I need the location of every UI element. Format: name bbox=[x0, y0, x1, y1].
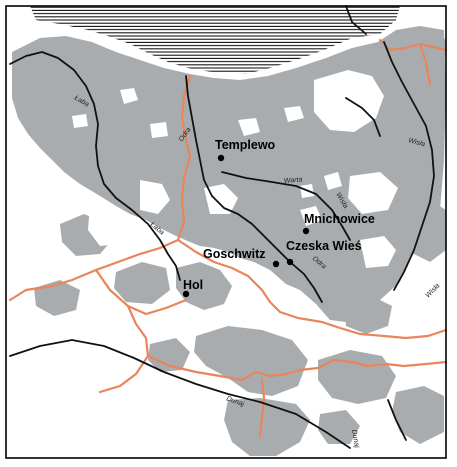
land-south bbox=[224, 398, 310, 456]
river-label-wisla-1: Wisła bbox=[407, 137, 425, 148]
gap-lake-4 bbox=[300, 206, 322, 226]
gap-lake-5 bbox=[324, 172, 342, 190]
river-wisla-small bbox=[345, 5, 367, 35]
river-warta bbox=[221, 171, 351, 241]
place-label-czeska-wies: Czeska Wieś bbox=[286, 239, 362, 253]
rivers bbox=[9, 5, 435, 449]
border-ne bbox=[418, 42, 432, 86]
river-label-dunaj-2: Dunaj bbox=[350, 429, 360, 449]
land-se-2 bbox=[392, 386, 444, 444]
land-se-1 bbox=[318, 350, 396, 404]
place-dot-czeska-wies bbox=[286, 258, 294, 266]
place-dot-mnichowice bbox=[302, 227, 310, 235]
place-label-hol: Hol bbox=[183, 278, 203, 292]
gap-center-2 bbox=[204, 184, 238, 214]
gap-lake-2 bbox=[238, 118, 260, 136]
land-s-small bbox=[318, 410, 360, 444]
place-dot-hol bbox=[182, 290, 190, 298]
river-dunaj-east bbox=[387, 399, 407, 441]
borders bbox=[8, 38, 448, 438]
place-dot-templewo bbox=[217, 154, 225, 162]
gap-se bbox=[360, 236, 396, 268]
gap-lake-3 bbox=[284, 106, 304, 122]
border-south-w bbox=[94, 268, 188, 316]
river-wisla bbox=[383, 41, 435, 291]
border-west-main bbox=[8, 154, 192, 302]
place-markers bbox=[182, 154, 310, 298]
gap-sw bbox=[88, 204, 126, 246]
white-gaps bbox=[18, 70, 398, 268]
place-label-goschwitz: Goschwitz bbox=[203, 247, 266, 261]
place-label-mnichowice: Mnichowice bbox=[304, 212, 375, 226]
river-label-warta: Warta bbox=[284, 176, 303, 185]
gap-lake-7 bbox=[150, 122, 168, 138]
land-center-s bbox=[194, 326, 308, 396]
river-odra bbox=[185, 75, 323, 303]
gap-west bbox=[18, 150, 78, 216]
place-labels: Templewo Mnichowice Goschwitz Czeska Wie… bbox=[183, 138, 375, 292]
place-dot-goschwitz bbox=[272, 260, 280, 268]
gap-ne-valley bbox=[314, 70, 384, 132]
land-sw-3 bbox=[34, 280, 80, 316]
land-east-mid bbox=[344, 296, 392, 334]
place-label-templewo: Templewo bbox=[215, 138, 276, 152]
border-central bbox=[176, 238, 282, 314]
map-frame bbox=[5, 5, 447, 459]
gap-lake-1 bbox=[120, 88, 138, 104]
border-south bbox=[278, 310, 448, 340]
border-se bbox=[240, 358, 448, 382]
gap-east bbox=[348, 172, 398, 214]
land-south-w bbox=[148, 338, 190, 372]
border-austria bbox=[146, 354, 244, 382]
sea-hatched bbox=[30, 6, 400, 74]
border-south-vert bbox=[258, 378, 266, 438]
border-n bbox=[180, 74, 192, 158]
gap-lake-8 bbox=[72, 114, 88, 128]
land-e-strip bbox=[398, 200, 446, 262]
river-ne-valley bbox=[345, 97, 381, 137]
land-hol bbox=[176, 262, 232, 310]
river-laba bbox=[9, 51, 181, 281]
river-dunaj bbox=[9, 339, 351, 449]
land-sw-2 bbox=[114, 262, 170, 304]
gap-center-1 bbox=[140, 180, 170, 214]
